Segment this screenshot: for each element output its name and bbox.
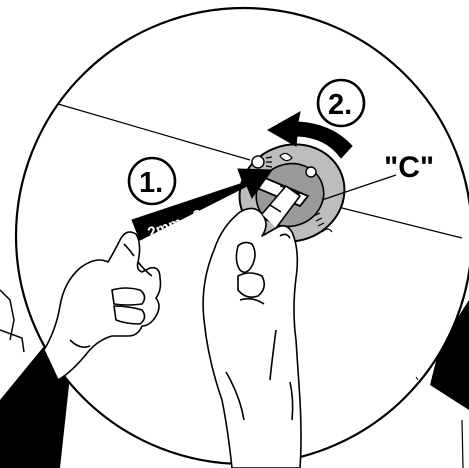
- part-label-c: "C": [384, 151, 434, 184]
- step-1-callout: 1.: [129, 158, 175, 204]
- right-edge-verticals: [462, 420, 463, 468]
- step-1-label: 1.: [139, 167, 163, 199]
- left-edge-sketch: [0, 290, 24, 352]
- step-2-label: 2.: [328, 89, 352, 121]
- step-2-callout: 2.: [318, 80, 364, 126]
